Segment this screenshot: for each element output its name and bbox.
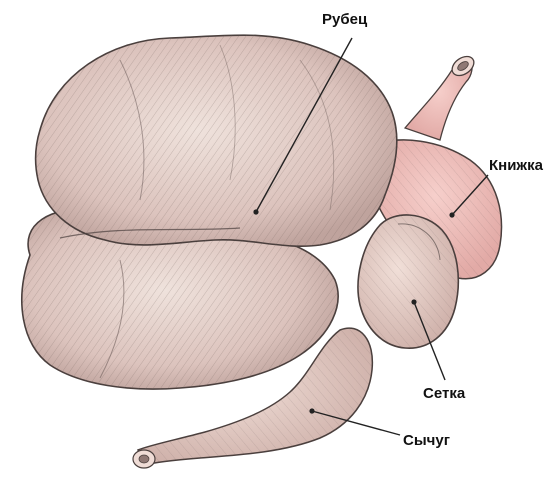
reticulum-organ (358, 215, 458, 348)
pointer-dot-rumen (253, 209, 258, 214)
pointer-dot-omasum (449, 212, 454, 217)
label-omasum: Книжка (489, 158, 543, 173)
label-rumen: Рубец (322, 12, 367, 27)
label-reticulum: Сетка (423, 386, 465, 401)
pointer-dot-reticulum (411, 299, 416, 304)
rumen-upper-sac (36, 35, 397, 246)
esophagus (405, 53, 477, 140)
label-abomasum: Сычуг (403, 433, 450, 448)
pointer-dot-abomasum (309, 408, 314, 413)
